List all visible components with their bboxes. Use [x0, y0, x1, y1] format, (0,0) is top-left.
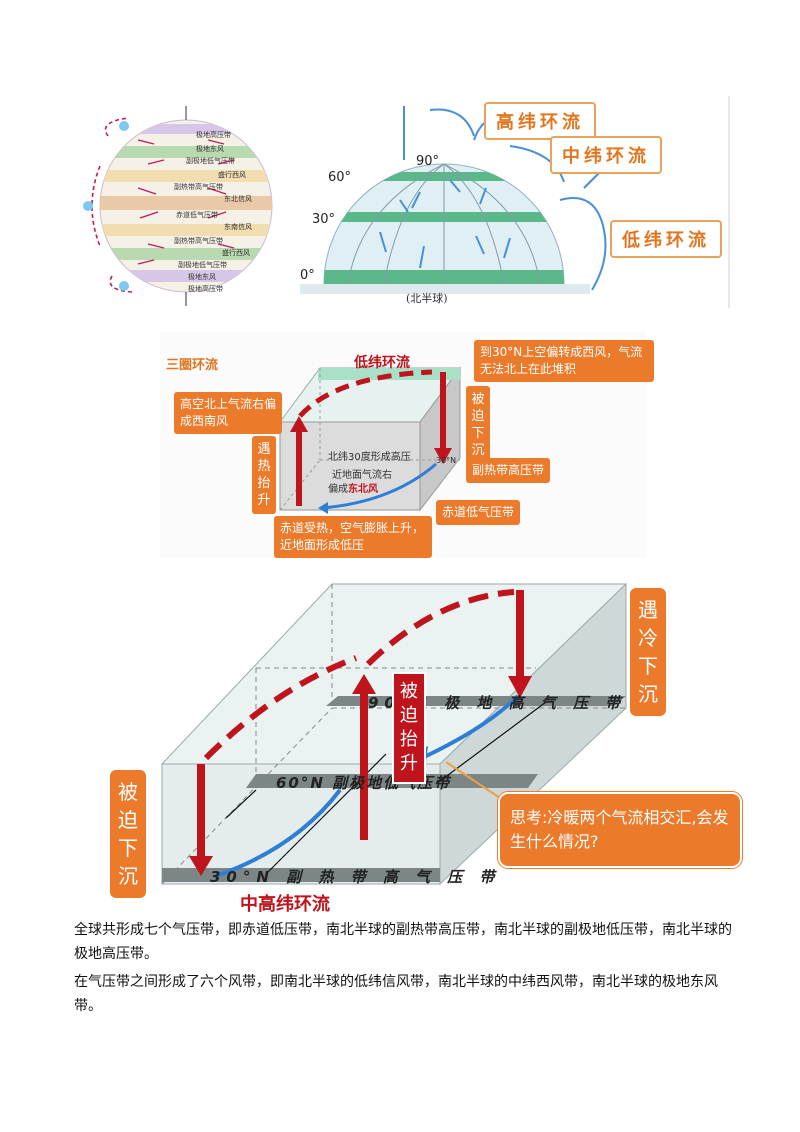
- inner-text-surface: 近地面气流右: [332, 470, 392, 481]
- band-30n-subtropical-high: 30°N 副 热 带 高 气 压 带: [210, 868, 501, 886]
- figure-mid-high-latitude-cell: 90°N 极 地 高 气 压 带 60°N 副极地低气压带 30°N 副 热 带…: [106, 578, 742, 915]
- band-label: 极地东风: [196, 145, 224, 153]
- paragraph-pressure-belts: 全球共形成七个气压带，即赤道低压带，南北半球的副热带高压带，南北半球的副极地低压…: [74, 922, 732, 962]
- title-three-cells: 三圈环流: [166, 358, 219, 373]
- low-latitude-box-diagram: [279, 366, 461, 514]
- band-label: 东北信风: [224, 195, 252, 203]
- inner-text-high-30: 北纬30度形成高压: [328, 452, 411, 463]
- band-label: 副极地低气压带: [178, 261, 227, 269]
- hemisphere-circulation-diagram: [300, 106, 607, 294]
- band-label: 副极地低气压带: [186, 157, 235, 165]
- think-question-box: 思考:冷暖两个气流相交汇,会发生什么情况?: [498, 792, 742, 868]
- band-label: 赤道低气压带: [176, 211, 218, 219]
- band-label: 极地高压带: [196, 131, 231, 139]
- band-label: 副热带高气压带: [174, 183, 223, 191]
- note-westerly-pileup: 到30°N上空偏转成西风，气流无法北上在此堆积: [474, 340, 654, 382]
- low-latitude-cell-label: 低纬环流: [610, 220, 722, 258]
- label-cold-sink: 遇冷下沉: [630, 588, 666, 716]
- mid-high-box-diagram: [160, 582, 628, 886]
- band-label: 盛行西风: [222, 249, 250, 257]
- hemisphere-caption: (北半球): [406, 292, 448, 305]
- label-heat-rise: 遇热抬升: [252, 436, 276, 514]
- label-forced-sink: 被迫下沉: [466, 386, 490, 464]
- band-90n-polar-high: 90°N 极 地 高 气 压 带: [368, 694, 627, 712]
- title-low-latitude-cell: 低纬环流: [354, 355, 410, 371]
- paragraph-wind-belts: 在气压带之间形成了六个风带，即南北半球的低纬信风带，南北半球的中纬西风带，南北半…: [74, 974, 718, 1014]
- label-equatorial-low: 赤道低气压带: [436, 500, 521, 525]
- figure-low-latitude-cell: 三圈环流 低纬环流 到30°N上空偏转成西风，气流无法北上在此堆积 高空北上气流…: [160, 332, 654, 558]
- inner-text-deflect: 偏成东北风: [328, 480, 378, 495]
- note-upper-southwest: 高空北上气流右偏成西南风: [174, 392, 282, 434]
- hemisphere-panel: 90° 60° 30° 0° (北半球) 高纬环流 中纬环流 低纬环流: [300, 96, 730, 308]
- label-forced-sink: 被迫下沉: [110, 770, 146, 898]
- band-label: 盛行西风: [218, 171, 246, 179]
- lat-60-label: 60°: [328, 170, 352, 185]
- label-subtropical-high: 副热带高压带: [466, 458, 551, 483]
- lat-0-label: 0°: [300, 268, 315, 283]
- note-equator-heating: 赤道受热，空气膨胀上升，近地面形成低压: [274, 516, 432, 558]
- band-label: 极地东风: [188, 273, 216, 281]
- high-latitude-cell-label: 高纬环流: [484, 102, 596, 140]
- lat-30n-label: 30°N: [436, 456, 457, 465]
- band-label: 副热带高气压带: [174, 237, 223, 245]
- inner-text-deflect-prefix: 偏成: [328, 484, 348, 495]
- title-mid-high-cell: 中高纬环流: [240, 894, 330, 915]
- lat-30-label: 30°: [312, 212, 336, 227]
- band-label: 东南信风: [224, 223, 252, 231]
- band-label: 极地高压带: [188, 285, 223, 293]
- mid-latitude-cell-label: 中纬环流: [550, 136, 662, 174]
- inner-text-northeast-wind: 东北风: [348, 484, 378, 495]
- figure-global-circulation: 极地高压带 极地东风 副极地低气压带 盛行西风 副热带高气压带 东北信风 赤道低…: [78, 96, 730, 308]
- globe-pressure-belts-diagram: [83, 106, 273, 306]
- lat-90-label: 90°: [416, 154, 440, 169]
- label-forced-rise: 被迫抬升: [392, 672, 426, 784]
